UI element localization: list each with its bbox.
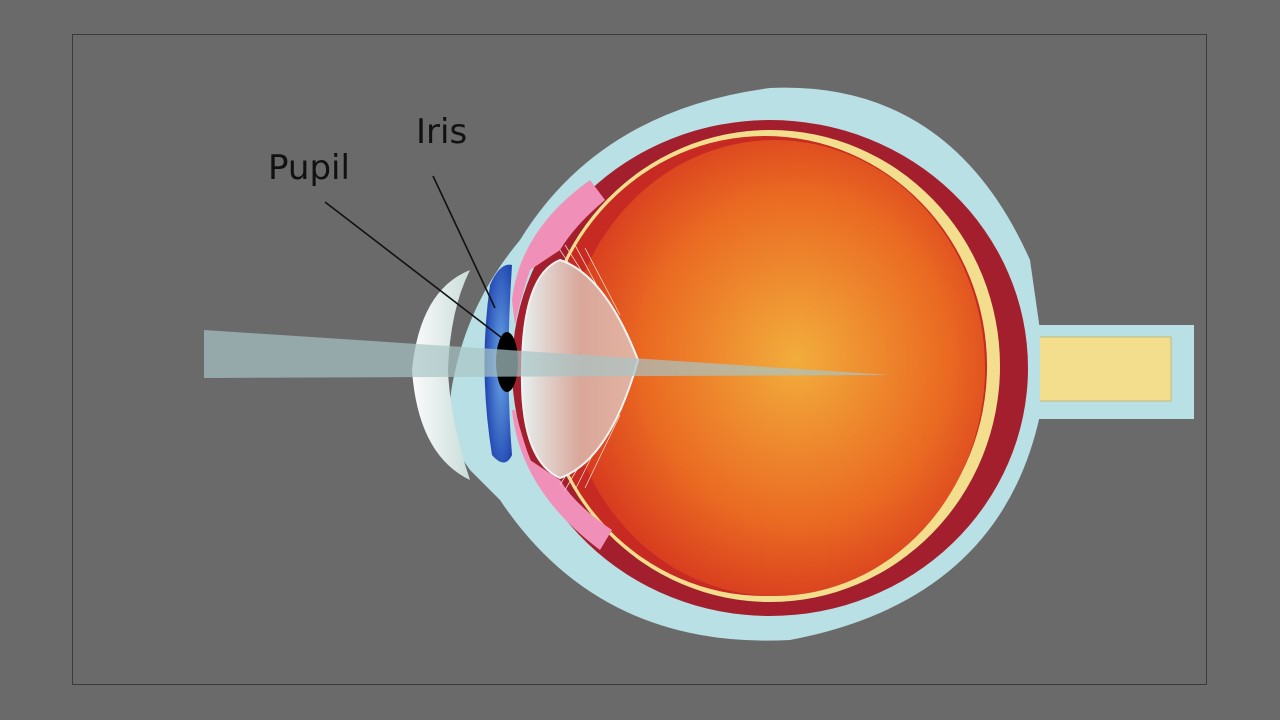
iris-leader-line: [432, 175, 496, 309]
pupil-leader-line: [324, 201, 503, 339]
iris-label: Iris: [416, 112, 468, 152]
ciliary-body-top: [512, 180, 605, 325]
ciliary-body-bottom: [512, 410, 612, 550]
pupil-label: Pupil: [268, 148, 350, 188]
diagram-frame: [72, 34, 1207, 685]
light-beam: [204, 330, 890, 378]
